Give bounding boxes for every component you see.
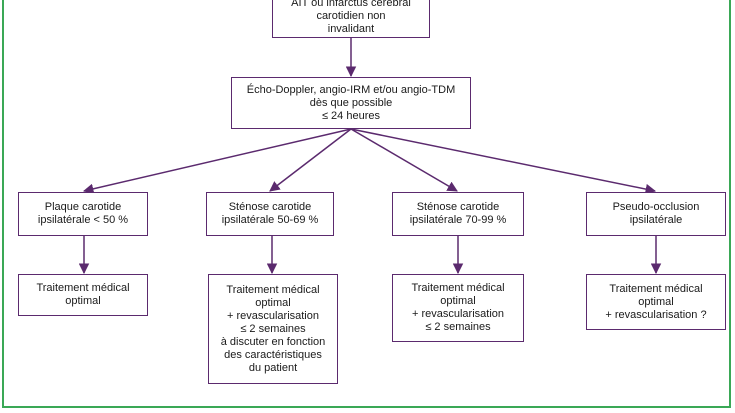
arrow-imaging-to-category-2 — [269, 128, 352, 192]
category-box-plaque-lt-50: Plaque carotide ipsilatérale < 50 % — [18, 192, 148, 236]
category-box-pseudo-occlusion: Pseudo-occlusion ipsilatérale — [586, 192, 726, 236]
initial-event-text: AIT ou infarctus cérébral carotidien non… — [291, 0, 411, 35]
arrow-imaging-to-category-1 — [82, 128, 352, 194]
treatment-text: Traitement médical optimal + revasculari… — [220, 283, 326, 374]
category-text: Plaque carotide ipsilatérale < 50 % — [37, 201, 129, 226]
category-text: Pseudo-occlusion ipsilatérale — [612, 201, 700, 226]
category-text: Sténose carotide ipsilatérale 50-69 % — [221, 201, 319, 226]
treatment-text: Traitement médical optimal + revasculari… — [605, 282, 707, 321]
imaging-box: Écho-Doppler, angio-IRM et/ou angio-TDM … — [231, 77, 471, 129]
treatment-text: Traitement médical optimal + revasculari… — [411, 282, 505, 333]
treatment-box-3: Traitement médical optimal + revasculari… — [392, 274, 524, 342]
category-text: Sténose carotide ipsilatérale 70-99 % — [409, 201, 507, 226]
treatment-text: Traitement médical optimal — [36, 282, 130, 307]
arrow-imaging-to-category-4 — [350, 128, 657, 195]
arrow-imaging-to-category-3 — [350, 128, 458, 192]
imaging-text: Écho-Doppler, angio-IRM et/ou angio-TDM … — [246, 83, 456, 122]
category-box-stenose-70-99: Sténose carotide ipsilatérale 70-99 % — [392, 192, 524, 236]
treatment-box-2: Traitement médical optimal + revasculari… — [208, 274, 338, 384]
initial-event-box: AIT ou infarctus cérébral carotidien non… — [272, 0, 430, 38]
treatment-box-4: Traitement médical optimal + revasculari… — [586, 274, 726, 330]
treatment-box-1: Traitement médical optimal — [18, 274, 148, 316]
category-box-stenose-50-69: Sténose carotide ipsilatérale 50-69 % — [206, 192, 334, 236]
